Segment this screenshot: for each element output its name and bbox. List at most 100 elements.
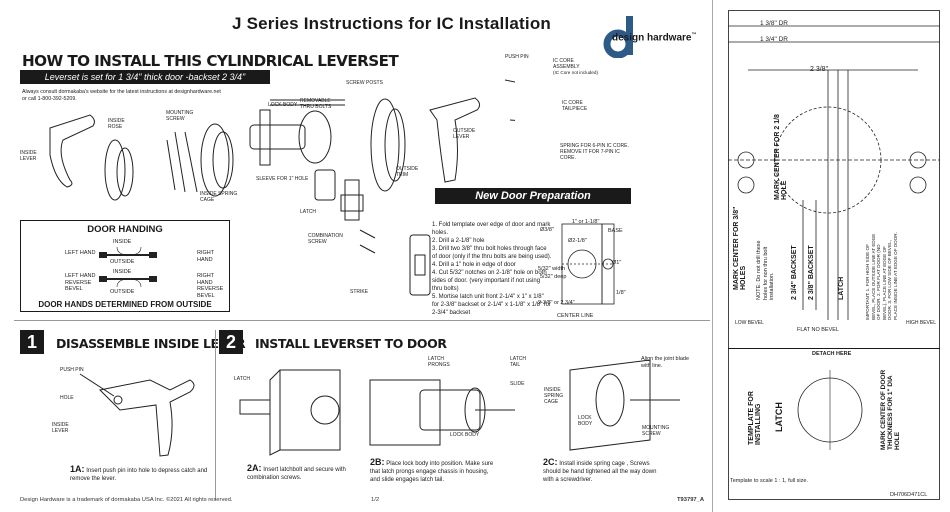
label-sleeve: SLEEVE FOR 1" Hole (256, 176, 309, 182)
dim-center-line: CENTER LINE (557, 313, 594, 319)
step2-latch: LATCH (234, 376, 251, 382)
label-ic-core: IC CORE ASSEMBLY (553, 58, 580, 70)
label-spring-note: SPRING FOR 6-PIN IC CORE. REMOVE IT FOR … (560, 143, 629, 161)
handing-right-hand-reverse: RIGHT HAND REVERSE BEVEL (197, 273, 224, 299)
inside-lever-shape (49, 114, 95, 188)
step1-hole: HOLE (60, 395, 74, 401)
handing-inside-2: INSIDE (113, 269, 132, 275)
howto-title: HOW TO INSTALL THIS CYLINDRICAL LEVERSET (22, 52, 399, 70)
template-backset-238: 2 3/8" BACKSET (808, 245, 815, 300)
template-for-installing: TEMPLATE FOR INSTALLING (748, 391, 762, 445)
label-ic-core-note: (IC Core not included) (553, 70, 598, 75)
handing-diagram (99, 246, 157, 288)
template-dr2: 1 3/4" DR (760, 36, 788, 43)
template-drawing (728, 25, 940, 320)
label-removable-thru-bolts: REMOVABLE THRU BOLTS (300, 98, 332, 110)
design-hardware-logo-icon (603, 16, 633, 58)
door-handing-title: DOOR HANDING (87, 224, 163, 235)
label-screw-posts: SCREW POSTS (346, 80, 383, 86)
prep-step-5: 4. Cut 5/32" notches on 2-1/8" hole on b… (432, 269, 547, 292)
step1-number: 1 (20, 330, 44, 354)
template-dim-238: 2 3/8" (810, 66, 829, 73)
label-mounting-screw: MOUNTING SCREW (166, 110, 194, 122)
prep-step-4: 4. Drill a 1" hole in edge of door (432, 261, 516, 268)
door-prep-drawing (561, 223, 615, 305)
template-scale: Template to scale 1 : 1, full size. (730, 478, 808, 484)
handing-outside-2: OUTSIDE (110, 289, 135, 295)
template-frame (728, 10, 940, 500)
step2-number: 2 (219, 330, 243, 354)
new-door-prep-title: New Door Preparation (435, 188, 631, 204)
step1-inside-lever: INSIDE LEVER (52, 422, 69, 434)
template-note: NOTE: Do not drill these holes for non t… (756, 240, 776, 300)
dim-eighth: 1/8" (616, 290, 626, 296)
prep-step-3: 3. Drill two 3/8" thru bolt holes throug… (432, 245, 552, 260)
template-backset-234: 2 3/4" BACKSET (791, 245, 798, 300)
step2-latch-prongs: LATCH PRONGS (428, 356, 450, 368)
label-latch: LATCH (300, 209, 317, 215)
label-outside-trim: OUTSIDE TRIM (396, 166, 419, 178)
footer-trademark: Design Hardware is a trademark of dormak… (20, 497, 233, 503)
dim-base: BASE (608, 228, 623, 234)
dim-1: Ø1" (612, 260, 622, 266)
new-door-steps: 1. Fold template over edge of door and m… (432, 222, 552, 318)
step2-title: INSTALL LEVERSET TO DOOR (255, 336, 447, 351)
label-inside-spring-cage: INSIDE SPRING CAGE (200, 191, 238, 203)
step2-latch-tail: LATCH TAIL (510, 356, 527, 368)
section-divider (14, 320, 710, 321)
step2-drawings (239, 360, 680, 456)
step1-push-pin: PUSH PIN (60, 367, 84, 373)
label-strike: STRIKE (350, 289, 369, 295)
handing-right-hand: RIGHT HAND (197, 250, 215, 263)
step2-align-note: Align the joint blade with line. (641, 356, 690, 369)
dim-notch-deep: 5/32" deep (540, 274, 567, 280)
template-flat-no-bevel: FLAT NO BEVEL (797, 327, 839, 333)
brand-name: design hardware™ (612, 32, 697, 44)
dim-one-or: 1" or 1-1/8" (572, 219, 600, 225)
step1-drawing (79, 373, 195, 457)
step2-inside-spring-cage: INSIDE SPRING CAGE (544, 387, 564, 405)
template-high-bevel: HIGH BEVEL (906, 320, 937, 326)
step2-lock-body-2: LOCK BODY (578, 415, 593, 427)
dim-notch-width: 5/32" width (538, 266, 566, 272)
template-code: DH706D471CL (890, 492, 928, 498)
prep-step-6: 5. Mortise latch unit front 2-1/4" x 1" … (432, 293, 551, 316)
label-inside-lever: INSIDE LEVER (20, 150, 37, 162)
howto-bar: Leverset is set for 1 3/4" thick door -b… (20, 70, 270, 84)
door-handing-panel: DOOR HANDING INSIDE LEFT HAND RIGHT HAND… (20, 220, 230, 312)
detach-line (728, 348, 940, 349)
template-low-bevel: LOW BEVEL (735, 320, 764, 326)
template-mark-center-38: MARK CENTER FOR 3/8" HOLES (733, 206, 747, 290)
step2-slide: SLIDE (510, 381, 525, 387)
prep-step-1: 1. Fold template over edge of door and m… (432, 222, 551, 236)
dim-218: Ø2-1/8" (568, 238, 587, 244)
template-mark-center-218: MARK CENTER FOR 2 1/8 HOLE (774, 114, 788, 200)
fold-line (712, 0, 713, 512)
consult-note: Always consult dormakaba's website for t… (22, 89, 221, 103)
step1-title: DISASSEMBLE INSIDE LEVER (56, 336, 246, 351)
handing-inside-1: INSIDE (113, 239, 132, 245)
label-outside-lever: OUTSIDE LEVER (453, 128, 476, 140)
step2-mounting-screw: MOUNTING SCREW (642, 425, 670, 437)
exploded-parts-drawing (49, 79, 515, 296)
template-dr1: 1 3/8" DR (760, 20, 788, 27)
label-combination-screw: COMBINATION SCREW (308, 233, 343, 245)
step2a-caption: 2A: Insert latchbolt and secure with com… (247, 463, 346, 482)
label-lock-body: LOCK BODY (268, 102, 298, 108)
footer-doc-no: T93797_A (677, 497, 705, 503)
template-latch: LATCH (838, 276, 845, 300)
page-title: J Series Instructions for IC Installatio… (232, 14, 551, 33)
label-inside-rose: INSIDE ROSE (108, 118, 125, 130)
template-important: IMPORTANT: 1. FOR HIGH SIDE OF BEVEL, PL… (865, 232, 898, 320)
door-handing-footer: DOOR HANDS DETERMINED FROM OUTSIDE (38, 300, 212, 309)
step-divider (215, 330, 216, 500)
prep-step-2: 2. Drill a 2-1/8" hole (432, 237, 485, 244)
footer-page: 1/2 (371, 497, 380, 503)
dim-backsets: 2-3/8" or 2 3/4" (538, 300, 575, 306)
template-1in-hole-drawing (797, 370, 863, 450)
label-push-pin: PUSH PIN (505, 54, 529, 60)
step2b-caption: 2B: Place lock body into position. Make … (370, 457, 494, 484)
step2-lock-body: LOCK BODY (450, 432, 480, 438)
step1-caption: 1A: Insert push pin into hole to depress… (70, 464, 208, 483)
template-latch-2: LATCH (774, 402, 784, 432)
